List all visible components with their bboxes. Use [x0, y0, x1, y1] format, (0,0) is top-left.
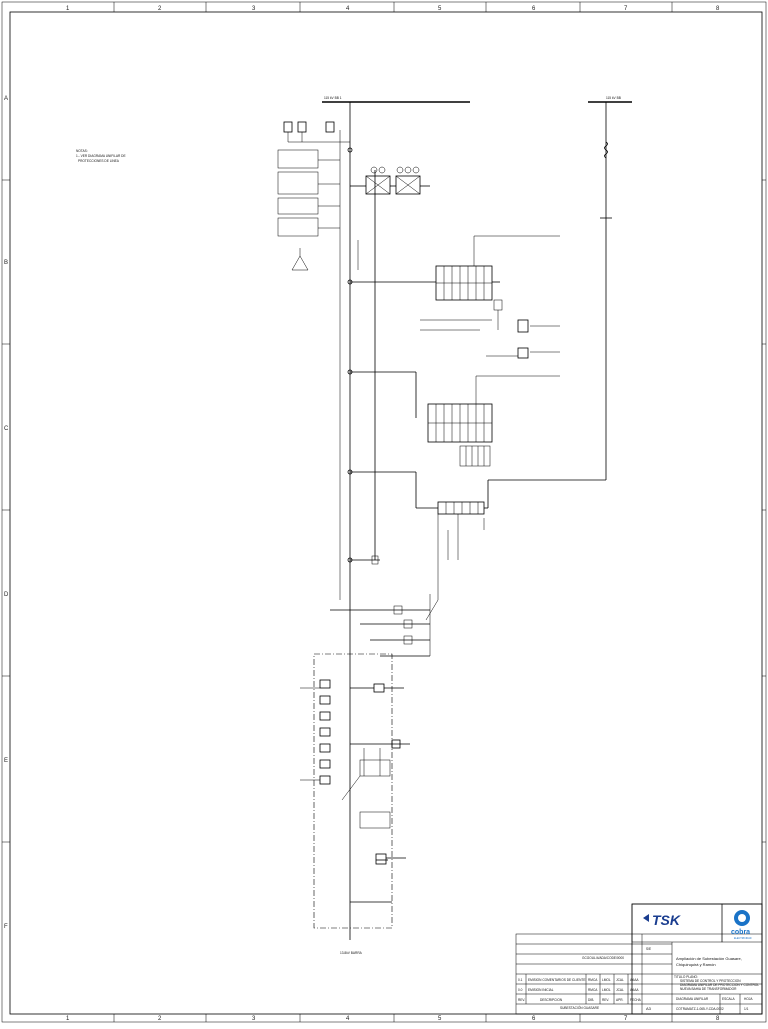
col-label-8: 8	[716, 6, 720, 12]
relay-panel-1	[350, 235, 560, 359]
rev-header-c: APR.	[616, 998, 624, 1002]
rev-0-b: LMOL	[602, 988, 611, 992]
relay-box-3	[325, 121, 335, 133]
cobra-sub: ELECTRICIDAD	[734, 937, 752, 940]
bottom-bus-label: 13.8kV BARRA	[340, 951, 363, 955]
tsk-logo: TSK	[652, 912, 681, 928]
relay-panel-2	[350, 371, 560, 467]
relay-box-2	[297, 121, 307, 133]
row-label-d: D	[4, 592, 9, 598]
col-label-7: 7	[624, 6, 628, 12]
rev-header-b: REV.	[602, 998, 609, 1002]
col-label-5b: 5	[438, 1016, 442, 1022]
col-label-8b: 8	[716, 1016, 720, 1022]
busbar-label: 115 kV BB 1	[324, 96, 342, 100]
rev-0-c: JCAL	[616, 988, 624, 992]
tsk-logo-icon	[643, 914, 649, 922]
main-feeder	[339, 102, 376, 940]
row-label-a: A	[4, 96, 8, 102]
row-markers: A B C D E F	[2, 96, 766, 930]
row-label-b: B	[4, 260, 8, 266]
drawing-title-3: NUEVA BAHIA DE TRANSFORMADOR	[680, 987, 737, 991]
cobra-logo: cobra	[731, 929, 750, 936]
col-label-1b: 1	[66, 1016, 70, 1022]
col-label-6b: 6	[532, 1016, 536, 1022]
scale-label: ESCALA	[722, 997, 735, 1001]
right-busbar: 115 kV BB	[488, 96, 632, 481]
notes: NOTAS: 1.- VER DIAGRAMA UNIFILAR DE PROT…	[76, 149, 126, 163]
note-line-2: PROTECCIONES DE LINEA	[78, 159, 120, 163]
rev-0-number: 0.0	[518, 988, 523, 992]
drawing-title-label: TITULO PLANO:	[674, 975, 698, 979]
column-markers: 1 2 3 4 5 6 7 8 1 2 3 4 5 6 7 8	[66, 2, 720, 1022]
rev-header-a: DIB.	[588, 998, 594, 1002]
rev-0-desc: EMISION INICIAL	[528, 988, 554, 992]
col-label-3: 3	[252, 6, 256, 12]
rev-1-b: LMOL	[602, 978, 611, 982]
location: SUBESTACIÓN GUASARE	[560, 1005, 599, 1010]
rev-1-number: 0.1	[518, 978, 523, 982]
note-line-1: 1.- VER DIAGRAMA UNIFILAR DE	[76, 154, 126, 158]
col-label-2: 2	[158, 6, 162, 12]
note-title: NOTAS:	[76, 149, 88, 153]
title-block: TSK cobra ELECTRICIDAD Ampliación de Sub…	[515, 903, 763, 1015]
row-label-c: C	[4, 426, 9, 432]
sheet-value: 1/1	[744, 1007, 749, 1011]
rev-1-d: AAAA	[630, 978, 639, 982]
rev-0-d: AAAA	[630, 988, 639, 992]
switchgear-cubicle: 13.8kV BARRA	[300, 653, 410, 955]
rev-1-c: JCAL	[616, 978, 624, 982]
project-title-2: Chiquinquirá y Ramón	[676, 962, 716, 967]
project-ref: GCGOUL/4/ADA/CODE/0000	[582, 956, 624, 960]
format-value: A3	[646, 1006, 652, 1011]
upper-relay-cabinets	[350, 166, 430, 195]
col-label-2b: 2	[158, 1016, 162, 1022]
col-label-1: 1	[66, 6, 70, 12]
col-label-3b: 3	[252, 1016, 256, 1022]
delta-winding-icon	[291, 255, 309, 271]
col-label-6: 6	[532, 6, 536, 12]
col-label-7b: 7	[624, 1016, 628, 1022]
sheet-label: HOJA	[744, 997, 753, 1001]
rev-header-d: FECHA	[630, 998, 642, 1002]
rev-header-desc: DESCRIPCION	[540, 998, 563, 1002]
inner-border	[9, 11, 763, 1015]
row-label-f: F	[4, 924, 8, 930]
lower-switchgear	[330, 555, 431, 657]
relay-panel-3	[350, 471, 489, 621]
drawing-code: COTRAMATZ-1-065-Y-CDA-0002	[676, 1007, 724, 1011]
col-label-5: 5	[438, 6, 442, 12]
project-title-1: Ampliación de Subestación Guasare,	[676, 956, 742, 961]
row-label-e: E	[4, 758, 8, 764]
drawing-title-2: DIAGRAMA UNIFILAR DE PROTECCION Y CONTRO…	[680, 983, 759, 987]
relay-box-1	[283, 121, 293, 133]
upper-protection-group	[277, 121, 350, 271]
rev-1-a: RMCA	[588, 978, 598, 982]
drawing-title-1: SISTEMA DE CONTROL Y PROTECCION	[680, 979, 741, 983]
drawing-number: DIAGRAMA UNIFILAR	[676, 997, 709, 1001]
col-label-4: 4	[346, 6, 350, 12]
rev-0-a: RMCA	[588, 988, 598, 992]
rev-1-desc: EMISION COMENTARIOS DE CLIENTE	[528, 978, 586, 982]
main-busbar: 115 kV BB 1	[322, 96, 470, 103]
scale-value: S/E	[646, 947, 651, 951]
col-label-4b: 4	[346, 1016, 350, 1022]
right-busbar-label: 115 kV BB	[606, 96, 621, 100]
rev-header-number: REV.	[518, 998, 525, 1002]
